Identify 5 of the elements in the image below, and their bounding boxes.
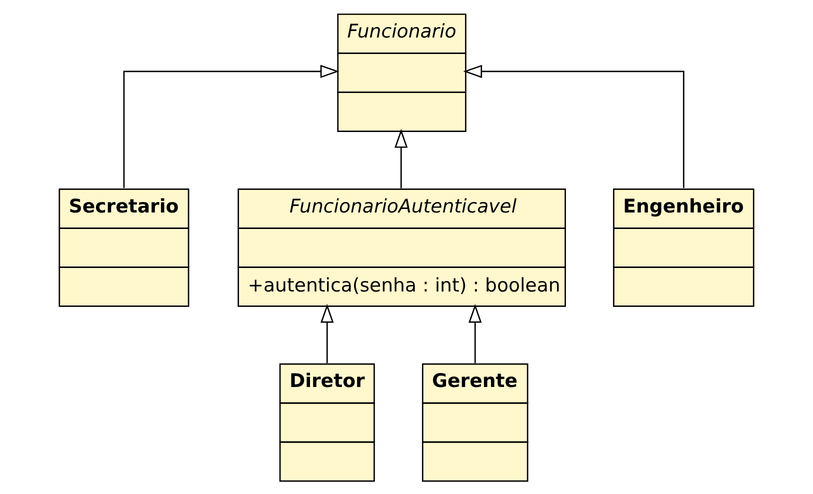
arrow <box>463 64 684 188</box>
arrow <box>320 304 334 364</box>
arrow <box>123 64 340 188</box>
arrow <box>394 128 408 188</box>
arrow <box>468 304 482 364</box>
